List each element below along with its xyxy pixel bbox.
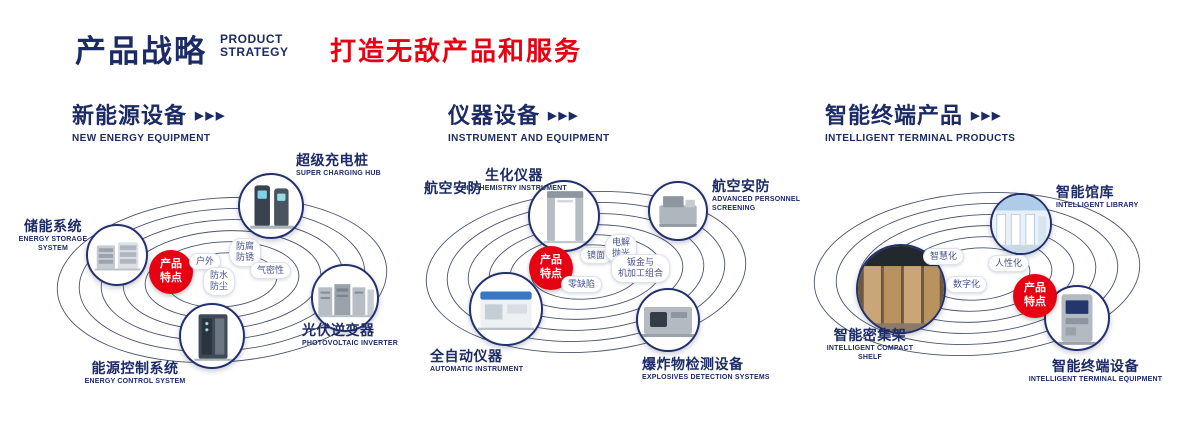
xray-scanner-photo bbox=[640, 307, 696, 337]
product-name: 全自动仪器 bbox=[430, 348, 503, 364]
section-subtitle: INTELLIGENT TERMINAL PRODUCTS bbox=[825, 133, 1016, 144]
label-aviation-security: 航空安防 bbox=[424, 180, 482, 196]
section-subtitle: NEW ENERGY EQUIPMENT bbox=[72, 133, 211, 144]
product-image-super-charger bbox=[238, 173, 304, 239]
kiosk-photo bbox=[1058, 294, 1096, 345]
feature-bubble: 镜面 bbox=[580, 247, 613, 265]
feature-bubble: 气密性 bbox=[250, 262, 292, 280]
feature-bubble: 防水 防尘 bbox=[203, 267, 236, 296]
energy-storage-photo bbox=[94, 242, 141, 271]
product-name: 光伏逆变器 bbox=[302, 322, 375, 338]
product-name-en: AUTOMATIC INSTRUMENT bbox=[430, 366, 524, 374]
feature-bubble: 钣金与 机加工组合 bbox=[611, 254, 671, 283]
product-name: 航空安防 bbox=[712, 178, 770, 194]
pv-inverter-photo bbox=[317, 284, 374, 318]
screening-machine-photo bbox=[659, 196, 697, 227]
product-label-automatic-instrument: 全自动仪器 AUTOMATIC INSTRUMENT bbox=[430, 348, 550, 374]
product-name-en: ADVANCED PERSONNEL SCREENING bbox=[712, 196, 801, 213]
product-name: 超级充电桩 bbox=[296, 152, 369, 168]
product-name-en: EXPLOSIVES DETECTION SYSTEMS bbox=[642, 374, 770, 382]
section-subtitle: INSTRUMENT AND EQUIPMENT bbox=[448, 133, 610, 144]
feature-bubble: 人性化 bbox=[988, 255, 1030, 273]
product-features-badge: 产品 特点 bbox=[1013, 274, 1057, 318]
analyzer-photo bbox=[478, 291, 534, 330]
product-label-explosives-detection: 爆炸物检测设备 EXPLOSIVES DETECTION SYSTEMS bbox=[642, 356, 782, 382]
page-title-en-line2: STRATEGY bbox=[220, 45, 289, 59]
feature-bubble: 数字化 bbox=[946, 276, 988, 294]
product-label-intelligent-library: 智能馆库 INTELLIGENT LIBRARY bbox=[1056, 184, 1166, 210]
feature-bubble: 防腐 防锈 bbox=[229, 238, 262, 267]
product-name-en: PHOTOVOLTAIC INVERTER bbox=[302, 340, 398, 348]
product-image-energy-storage bbox=[86, 224, 148, 286]
product-name: 生化仪器 bbox=[485, 167, 543, 183]
badge-label: 产品 特点 bbox=[1024, 282, 1046, 308]
product-name-en: ENERGY CONTROL SYSTEM bbox=[84, 378, 186, 386]
badge-label: 产品 特点 bbox=[160, 258, 182, 284]
product-name-en: INTELLIGENT LIBRARY bbox=[1056, 202, 1139, 210]
product-image-automatic-instrument bbox=[469, 272, 543, 346]
energy-control-photo bbox=[194, 314, 232, 361]
page-title-en-line1: PRODUCT bbox=[220, 32, 283, 46]
section-title: 仪器设备 bbox=[448, 103, 541, 128]
product-name-en: BIOCHEMISTRY INSTRUMENT bbox=[461, 185, 567, 193]
feature-bubble: 智慧化 bbox=[923, 248, 965, 266]
product-name: 能源控制系统 bbox=[91, 360, 179, 376]
product-name: 储能系统 bbox=[24, 218, 82, 234]
library-photo bbox=[992, 195, 1050, 253]
product-name: 智能馆库 bbox=[1056, 184, 1114, 200]
page-title: 产品战略 bbox=[75, 34, 207, 69]
product-name-en: SUPER CHARGING HUB bbox=[296, 170, 381, 178]
triple-arrow-icon: ▶▶▶ bbox=[548, 109, 580, 122]
product-label-pv-inverter: 光伏逆变器 PHOTOVOLTAIC INVERTER bbox=[302, 322, 414, 348]
triple-arrow-icon: ▶▶▶ bbox=[195, 109, 227, 122]
product-name: 爆炸物检测设备 bbox=[642, 356, 744, 372]
section-header-new-energy: 新能源设备 ▶▶▶ NEW ENERGY EQUIPMENT bbox=[72, 98, 226, 144]
product-features-badge: 产品 特点 bbox=[149, 250, 193, 294]
compact-shelf-photo bbox=[858, 246, 944, 332]
product-label-intelligent-terminal: 智能终端设备 INTELLIGENT TERMINAL EQUIPMENT bbox=[1028, 358, 1163, 384]
section-title: 新能源设备 bbox=[72, 103, 188, 128]
section-header-instruments: 仪器设备 ▶▶▶ INSTRUMENT AND EQUIPMENT bbox=[448, 98, 609, 144]
product-image-explosives-detection bbox=[636, 288, 700, 352]
feature-bubble: 零缺陷 bbox=[561, 276, 603, 294]
product-name: 智能密集架 bbox=[833, 327, 907, 343]
product-label-super-charger: 超级充电桩 SUPER CHARGING HUB bbox=[296, 152, 406, 178]
badge-label: 产品 特点 bbox=[540, 254, 562, 280]
super-charger-photo bbox=[250, 185, 294, 229]
product-label-compact-shelf: 智能密集架 INTELLIGENT COMPACT SHELF bbox=[820, 327, 920, 362]
product-label-energy-control: 能源控制系统 ENERGY CONTROL SYSTEM bbox=[68, 360, 202, 386]
product-image-pv-inverter bbox=[311, 264, 379, 332]
page-title-en: PRODUCT STRATEGY bbox=[220, 33, 288, 59]
product-label-personnel-screening: 航空安防 ADVANCED PERSONNEL SCREENING bbox=[712, 178, 812, 213]
product-image-personnel-screening bbox=[648, 181, 708, 241]
product-image-energy-control bbox=[179, 303, 245, 369]
product-label-energy-storage: 储能系统 ENERGY STORAGE SYSTEM bbox=[14, 218, 92, 253]
product-name-en: INTELLIGENT TERMINAL EQUIPMENT bbox=[1028, 376, 1163, 384]
feature-bubble: 户外 bbox=[189, 253, 222, 271]
product-image-compact-shelf bbox=[856, 244, 946, 334]
product-name: 智能终端设备 bbox=[1052, 358, 1139, 374]
product-image-intelligent-library bbox=[990, 193, 1052, 255]
page-slogan: 打造无敌产品和服务 bbox=[330, 36, 583, 66]
triple-arrow-icon: ▶▶▶ bbox=[971, 109, 1003, 122]
security-gate-photo bbox=[543, 191, 587, 244]
section-title: 智能终端产品 bbox=[825, 103, 964, 128]
section-header-intelligent-terminal: 智能终端产品 ▶▶▶ INTELLIGENT TERMINAL PRODUCTS bbox=[825, 98, 1015, 144]
product-label-biochemistry-instrument: 生化仪器 BIOCHEMISTRY INSTRUMENT bbox=[458, 167, 570, 193]
product-name-en: INTELLIGENT COMPACT SHELF bbox=[826, 345, 914, 362]
product-name-en: ENERGY STORAGE SYSTEM bbox=[18, 236, 88, 253]
